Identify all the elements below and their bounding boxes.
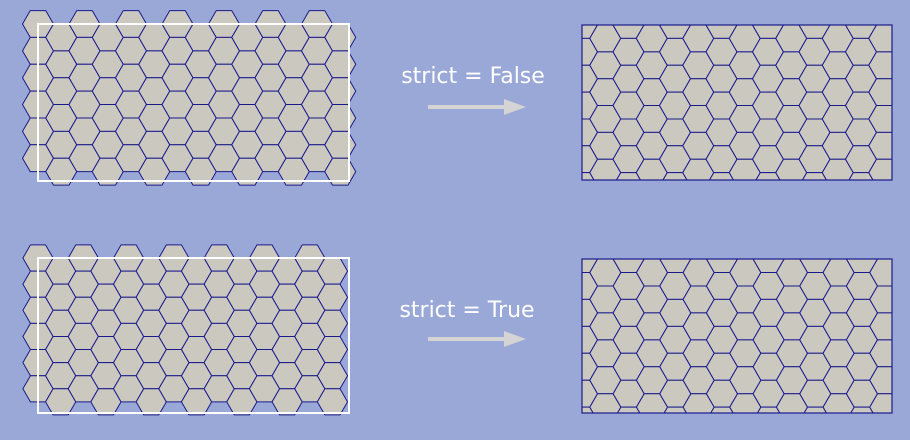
hexagon-cell [868,51,892,80]
hexagon-cell [868,131,892,160]
crop-rectangle-strict-true [37,257,350,414]
result-hex-grid-strict-false [582,25,910,213]
hexagon-cell [869,366,892,395]
hexagon-cell [730,421,761,440]
source-hex-grid-strict-true [22,244,349,416]
hexagon-cell [893,407,910,434]
arrow-strict-false [428,99,526,115]
crop-rectangle-strict-false [37,23,350,182]
hexagon-cell [869,285,892,314]
hexagon-cell [868,25,892,53]
hexagon-cell [636,186,667,213]
hexagon-cell [891,131,892,134]
hexagon-cell [891,77,892,80]
hexagon-cell [893,380,910,407]
hexagon-cell [891,25,892,26]
hexagon-cell [316,388,349,416]
hexagon-cell [869,393,892,413]
hexagon-cell [868,158,892,180]
hexagon-cell [776,421,807,440]
hexagon-cell [893,246,910,273]
source-hex-grid-strict-false [22,10,357,186]
hexagon-cell [869,312,892,341]
hexagon-cell [869,339,892,368]
hexagon-cell [822,186,853,213]
hexagon-cell [892,173,910,200]
hexagon-cell [893,353,910,380]
hexagon-cell [893,272,910,299]
hexagon-cell [683,421,714,440]
hexagon-cell [891,104,892,107]
hexagon-cell [869,186,900,213]
hexagon-cell [823,421,854,440]
hexagon-cell [776,186,807,213]
hexagon-cell [590,186,621,213]
arrow-strict-true [428,331,526,347]
strict-false-label: strict = False [401,64,545,89]
hexagon-cell [869,259,892,287]
hexagon-cell [870,421,901,440]
result-frame-strict-true [581,258,893,414]
hexagon-cell [868,78,892,107]
hexagon-cell [893,299,910,326]
strict-true-label: strict = True [399,298,534,323]
hexagon-cell [729,186,760,213]
result-hex-grid-strict-true [582,246,910,440]
hexagon-cell [868,105,892,133]
hexagon-cell [891,50,892,53]
result-frame-strict-false [581,24,893,181]
hexagon-cell [590,421,621,440]
hexagon-cell [891,158,892,161]
hexagon-cell [893,326,910,353]
hexagon-cell [683,186,714,213]
hexagon-cell [636,421,667,440]
